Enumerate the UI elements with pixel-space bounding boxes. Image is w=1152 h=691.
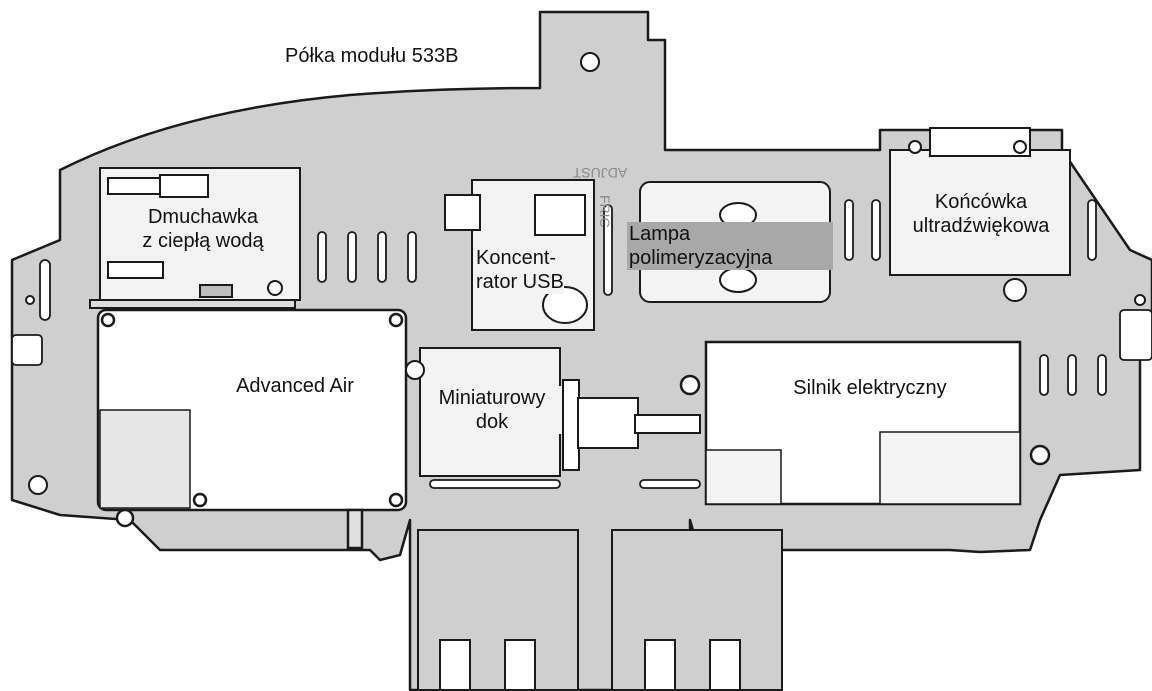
label-curing-lamp-line2: polimeryzacyjna [629,247,773,269]
embossed-adjust: ADJUST [572,165,627,181]
shelf-slots [11,199,1152,489]
label-curing-lamp-line1: Lampa [629,223,691,245]
label-electric-motor: Silnik elektryczny [793,377,947,399]
shelf-holes [25,52,1146,495]
advanced-air-module [96,308,408,550]
label-ultrasonic-tip-line1: Końcówka [934,191,1028,213]
embossed-fric: FRIC [597,195,613,228]
label-usb-hub-line2: rator USB [476,271,564,293]
diagram-title: Półka modułu 533B [285,45,459,67]
label-advanced-air: Advanced Air [236,375,354,397]
label-curing-lamp: Lampa polimeryzacyjna [627,222,833,270]
lower-clips [417,529,783,691]
label-miniature-dock-line1: Miniaturowy [438,387,546,409]
label-usb-hub-line1: Koncent- [476,247,557,269]
label-usb-hub: Koncent- rator USB [476,246,564,294]
label-warm-water-blower-line2: z ciepłą wodą [142,230,264,252]
label-warm-water-blower-line1: Dmuchawka [147,206,259,228]
label-warm-water-blower: Dmuchawka z ciepłą wodą [108,205,298,253]
label-miniature-dock-line2: dok [475,411,509,433]
label-miniature-dock: Miniaturowy dok [422,386,562,434]
electric-motor-module [679,340,1051,506]
label-ultrasonic-tip-line2: ultradźwiękowa [912,215,1050,237]
label-ultrasonic-tip: Końcówka ultradźwiękowa [893,190,1069,238]
embossed-text: ADJUST FRIC [572,165,627,228]
